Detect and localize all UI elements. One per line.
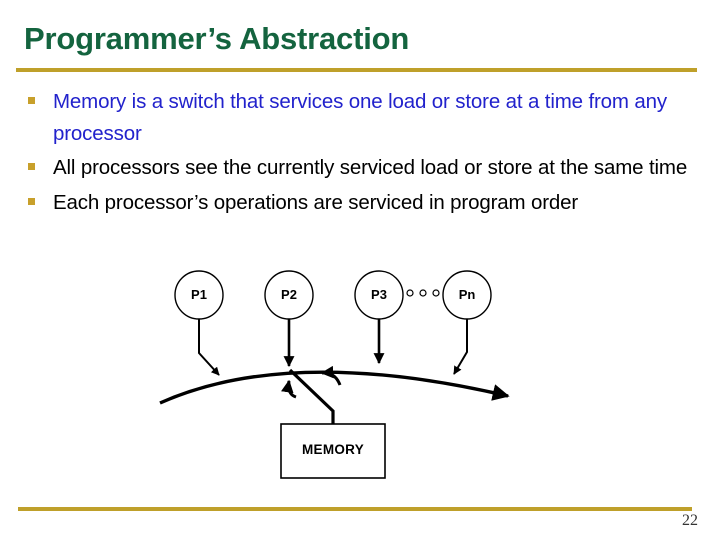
- square-bullet-icon: [28, 163, 35, 171]
- page-title: Programmer’s Abstraction: [24, 21, 410, 56]
- rotation-arrow-up-icon: [281, 379, 297, 399]
- title-divider: [16, 68, 697, 72]
- rotation-arrow-left-icon: [320, 365, 342, 386]
- memory-box-label: MEMORY: [301, 442, 365, 457]
- processor-label-pn: Pn: [458, 287, 476, 302]
- bullet-list: Memory is a switch that services one loa…: [24, 86, 699, 221]
- switch-contact-arc: [159, 370, 510, 405]
- square-bullet-icon: [28, 97, 35, 104]
- processor-label-p1: P1: [191, 287, 207, 302]
- list-item: All processors see the currently service…: [24, 152, 699, 184]
- page-number: 22: [682, 512, 698, 529]
- square-bullet-icon: [28, 197, 35, 205]
- ellipsis-dot-icon: [419, 289, 427, 297]
- switch-arm: [288, 368, 335, 424]
- list-item: Each processor’s operations are serviced…: [24, 187, 699, 219]
- footer-divider: [18, 507, 692, 511]
- processor-label-p2: P2: [281, 287, 297, 302]
- list-item-label: Memory is a switch that services one loa…: [53, 90, 667, 146]
- connector-pn: [453, 319, 468, 375]
- connector-p1: [198, 319, 220, 376]
- list-item-label: Each processor’s operations are serviced…: [53, 190, 579, 214]
- list-item-label: All processors see the currently service…: [53, 156, 688, 180]
- list-item: Memory is a switch that services one loa…: [24, 86, 699, 150]
- processor-label-p3: P3: [371, 287, 387, 302]
